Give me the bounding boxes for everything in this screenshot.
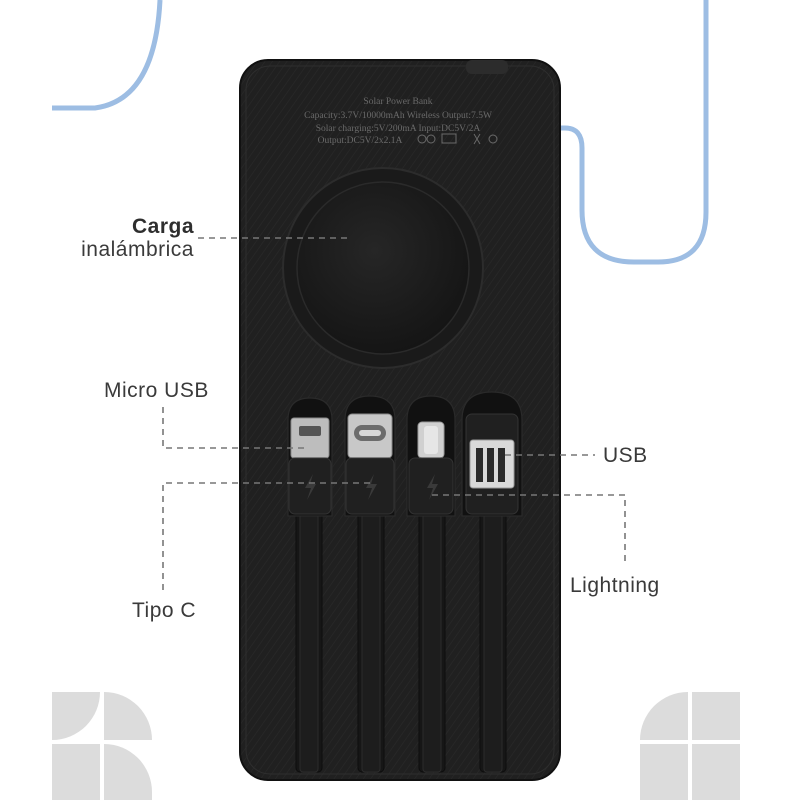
label-lightning: Lightning [570,574,660,597]
leader-lines [162,237,626,590]
type-c-connector [345,413,395,515]
micro-usb-connector [288,417,332,515]
device-title: Solar Power Bank [363,97,432,107]
certification-icons [417,133,498,145]
decor-shape-left [52,692,152,800]
label-wireless-bold: Carga [131,215,194,238]
device-spec-line3: Output:DC5V/2x2.1A [318,136,403,146]
label-wireless-rest: inalámbrica [81,238,194,261]
decor-shape-right [640,692,740,800]
device-spec-line1: Capacity:3.7V/10000mAh Wireless Output:7… [304,111,492,121]
decor-blue-line-right [553,0,709,265]
label-wireless-charging: Carga inalámbrica [60,216,194,260]
device-spec-line2: Solar charging:5V/200mA Input:DC5V/2A [316,124,481,134]
label-type-c: Tipo C [132,599,197,622]
top-button [466,60,508,74]
label-usb: USB [603,444,648,467]
wireless-pad [296,181,470,355]
label-micro-usb: Micro USB [104,379,209,402]
usb-a-connector [465,413,519,515]
lightning-connector [408,421,454,515]
decor-blue-line-left [52,0,163,111]
cable-straps [299,509,503,773]
